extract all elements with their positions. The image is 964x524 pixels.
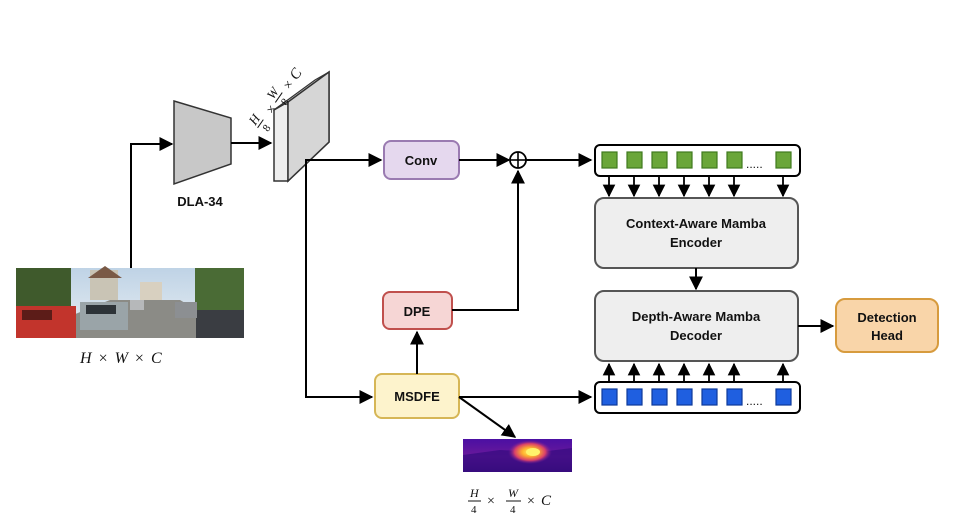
- encoder-label-line1: Context-Aware Mamba: [626, 216, 767, 231]
- feat-den-h: 8: [261, 122, 274, 134]
- arrow-feature-to-msdfe: [305, 161, 374, 404]
- feat-den-w: 8: [279, 96, 292, 108]
- context-tokens: [601, 151, 792, 169]
- dim-times-1: ×: [99, 350, 108, 367]
- context-token: [726, 151, 743, 169]
- depth-token-container: [594, 381, 801, 414]
- depth-map-image: [463, 439, 572, 472]
- depth-token: [601, 388, 618, 406]
- context-encoder-block: [594, 197, 799, 269]
- arrow-msdfe-to-depthmap: [458, 396, 517, 438]
- input-dims: H × W × C: [79, 350, 162, 367]
- context-token: [601, 151, 618, 169]
- conv-label: Conv: [405, 153, 438, 168]
- arrow-image-to-backbone: [130, 137, 174, 268]
- depth-tokens: [601, 388, 792, 406]
- add-node-icon: [509, 151, 527, 169]
- depth-times-1: ×: [487, 494, 495, 509]
- depth-token: [626, 388, 643, 406]
- context-token: [651, 151, 668, 169]
- depth-token: [726, 388, 743, 406]
- dim-c: C: [151, 350, 162, 367]
- head-label-line1: Detection: [857, 310, 916, 325]
- depth-dims: H: [469, 486, 480, 500]
- context-token-container: [594, 144, 801, 177]
- input-image: [16, 266, 244, 338]
- head-label-line2: Head: [871, 328, 903, 343]
- decoder-label-line1: Depth-Aware Mamba: [632, 309, 761, 324]
- depth-token: [775, 388, 792, 406]
- context-token-arrows: [602, 176, 790, 198]
- context-token: [676, 151, 693, 169]
- dim-h: H: [79, 350, 93, 367]
- context-ellipsis: .....: [746, 157, 763, 171]
- feature-map-block: [273, 70, 330, 183]
- dpe-label: DPE: [404, 304, 431, 319]
- depth-den-w: 4: [510, 504, 516, 516]
- encoder-label-line2: Encoder: [670, 235, 722, 250]
- dim-w: W: [115, 350, 130, 367]
- depth-token: [701, 388, 718, 406]
- depth-times-2: ×: [527, 494, 535, 509]
- dim-times-2: ×: [135, 350, 144, 367]
- depth-num-h: H: [469, 486, 480, 500]
- context-token: [626, 151, 643, 169]
- backbone-label: DLA-34: [177, 194, 223, 209]
- backbone-block: [173, 99, 232, 186]
- depth-token: [676, 388, 693, 406]
- msdfe-label: MSDFE: [394, 389, 440, 404]
- arrow-dpe-to-add: [452, 169, 525, 311]
- context-token: [775, 151, 792, 169]
- depth-token-arrows: [602, 362, 790, 382]
- depth-num-w: W: [508, 486, 519, 500]
- decoder-label-line2: Decoder: [670, 328, 722, 343]
- depth-decoder-block: [594, 290, 799, 362]
- depth-token: [651, 388, 668, 406]
- feat-c: C: [287, 65, 306, 83]
- depth-den-h: 4: [471, 504, 477, 516]
- context-token: [701, 151, 718, 169]
- depth-c: C: [541, 493, 552, 509]
- detection-head-block: [835, 298, 939, 353]
- depth-ellipsis: .....: [746, 394, 763, 408]
